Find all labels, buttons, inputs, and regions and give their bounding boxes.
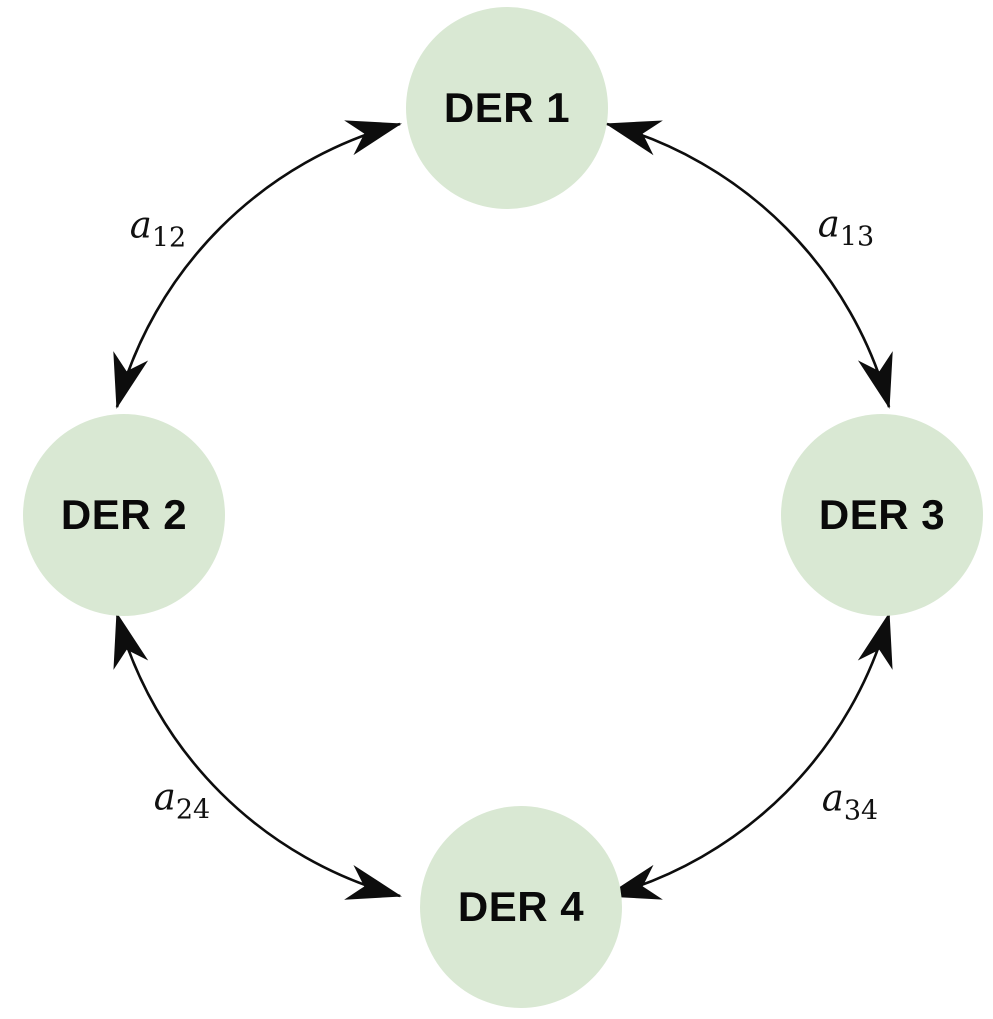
edge-label-edge-1-3: a13	[818, 206, 874, 251]
edge-3-4	[605, 612, 893, 900]
node-der-3: DER 3	[781, 414, 983, 616]
edge-label-edge-1-2: a12	[130, 207, 186, 252]
edge-label-subscript: 12	[151, 222, 187, 254]
edge-label-base: a	[821, 776, 844, 820]
edge-label-subscript: 24	[175, 794, 211, 826]
edge-label-subscript: 34	[843, 795, 879, 827]
node-der-4: DER 4	[420, 806, 622, 1008]
node-label-der-3: DER 3	[818, 491, 946, 538]
node-label-der-2: DER 2	[60, 491, 188, 538]
node-der-2: DER 2	[23, 414, 225, 616]
node-der-1: DER 1	[406, 7, 608, 209]
node-label-der-4: DER 4	[457, 883, 585, 930]
edge-label-base: a	[129, 203, 152, 247]
edge-label-base: a	[153, 775, 176, 819]
edge-label-base: a	[817, 202, 840, 246]
edge-1-3	[605, 120, 893, 409]
edge-2-4	[113, 612, 402, 900]
edge-label-subscript: 13	[839, 221, 875, 253]
edge-1-2	[113, 120, 402, 409]
node-label-der-1: DER 1	[443, 84, 571, 131]
edge-label-edge-2-4: a24	[154, 779, 210, 824]
edge-label-edge-3-4: a34	[822, 780, 878, 825]
